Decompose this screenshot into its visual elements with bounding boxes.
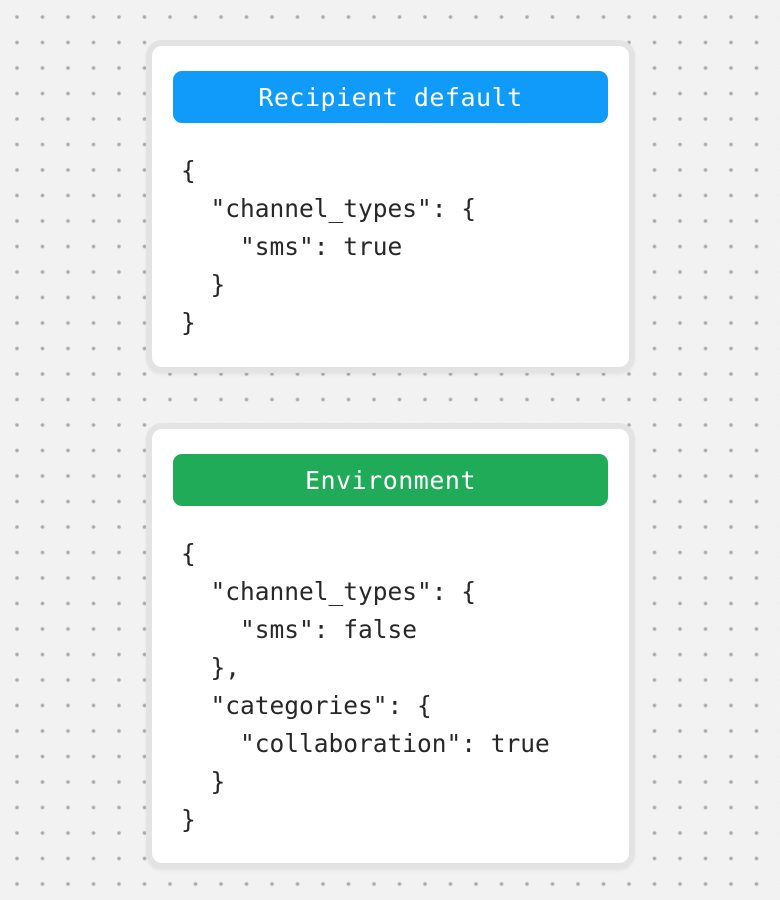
environment-badge: Environment — [173, 454, 608, 506]
recipient-default-badge-label: Recipient default — [258, 82, 523, 112]
environment-badge-label: Environment — [304, 465, 477, 495]
recipient-default-json-code: { "channel_types": { "sms": true } } — [181, 156, 477, 337]
environment-json-code: { "channel_types": { "sms": false }, "ca… — [181, 539, 550, 834]
recipient-default-card: Recipient default { "channel_types": { "… — [146, 40, 635, 373]
environment-card: Environment { "channel_types": { "sms": … — [146, 423, 635, 869]
recipient-default-badge: Recipient default — [173, 71, 608, 123]
